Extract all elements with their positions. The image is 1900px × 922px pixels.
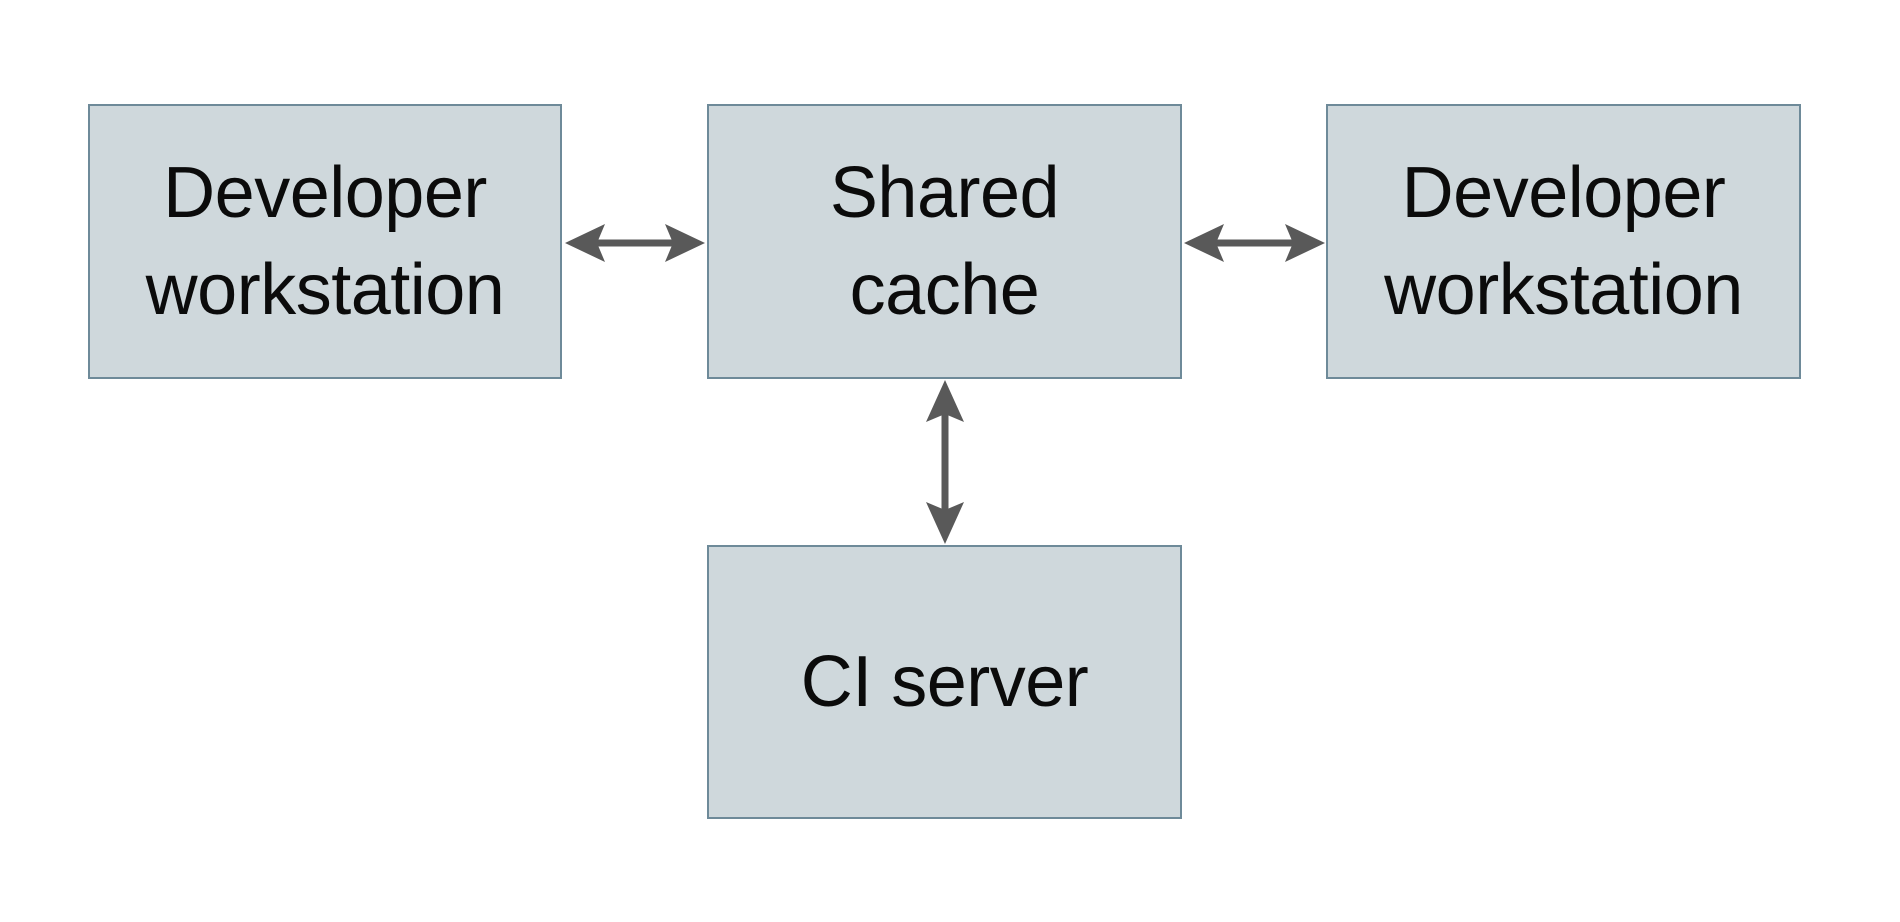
node-developer-workstation-left[interactable]: Developer workstation <box>88 104 562 379</box>
double-arrow-vertical-icon <box>926 380 964 544</box>
connector-dev-left-to-shared-cache <box>560 212 710 274</box>
node-shared-cache[interactable]: Shared cache <box>707 104 1182 379</box>
node-label-developer-workstation-right: Developer workstation <box>1384 152 1743 330</box>
node-ci-server[interactable]: CI server <box>707 545 1182 819</box>
node-label-developer-workstation-left: Developer workstation <box>145 152 505 330</box>
connector-shared-cache-to-ci-server <box>914 375 976 549</box>
double-arrow-horizontal-icon <box>1184 224 1325 262</box>
node-developer-workstation-right[interactable]: Developer workstation <box>1326 104 1801 379</box>
double-arrow-horizontal-icon <box>565 224 705 262</box>
connector-shared-cache-to-dev-right <box>1178 212 1330 274</box>
node-label-shared-cache: Shared cache <box>829 152 1060 330</box>
node-label-ci-server: CI server <box>800 641 1089 722</box>
